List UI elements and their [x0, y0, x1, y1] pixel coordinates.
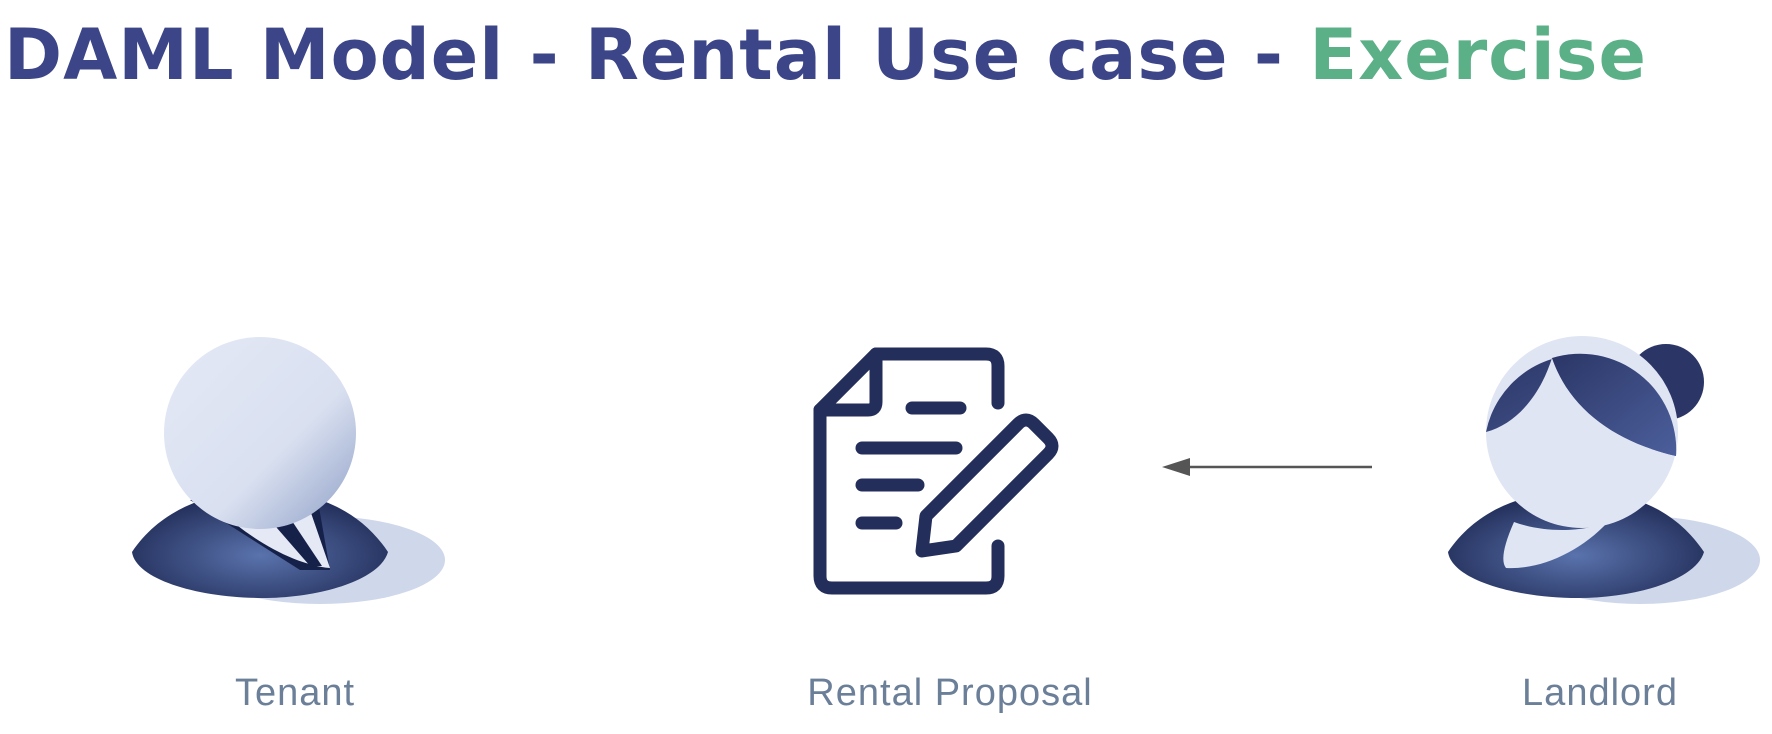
male-person-icon	[132, 337, 445, 604]
female-person-icon	[1448, 336, 1760, 604]
title-main: DAML Model - Rental Use case -	[4, 14, 1310, 96]
edge-arrow-landlord-to-proposal	[1162, 458, 1372, 476]
contract-pen-icon	[813, 347, 1059, 595]
title-accent: Exercise	[1309, 14, 1647, 96]
node-label-tenant: Tenant	[234, 672, 356, 714]
page-title: DAML Model - Rental Use case - Exercise	[4, 10, 1647, 100]
node-label-rental-proposal: Rental Proposal	[807, 672, 1093, 714]
node-label-landlord: Landlord	[1522, 672, 1678, 714]
